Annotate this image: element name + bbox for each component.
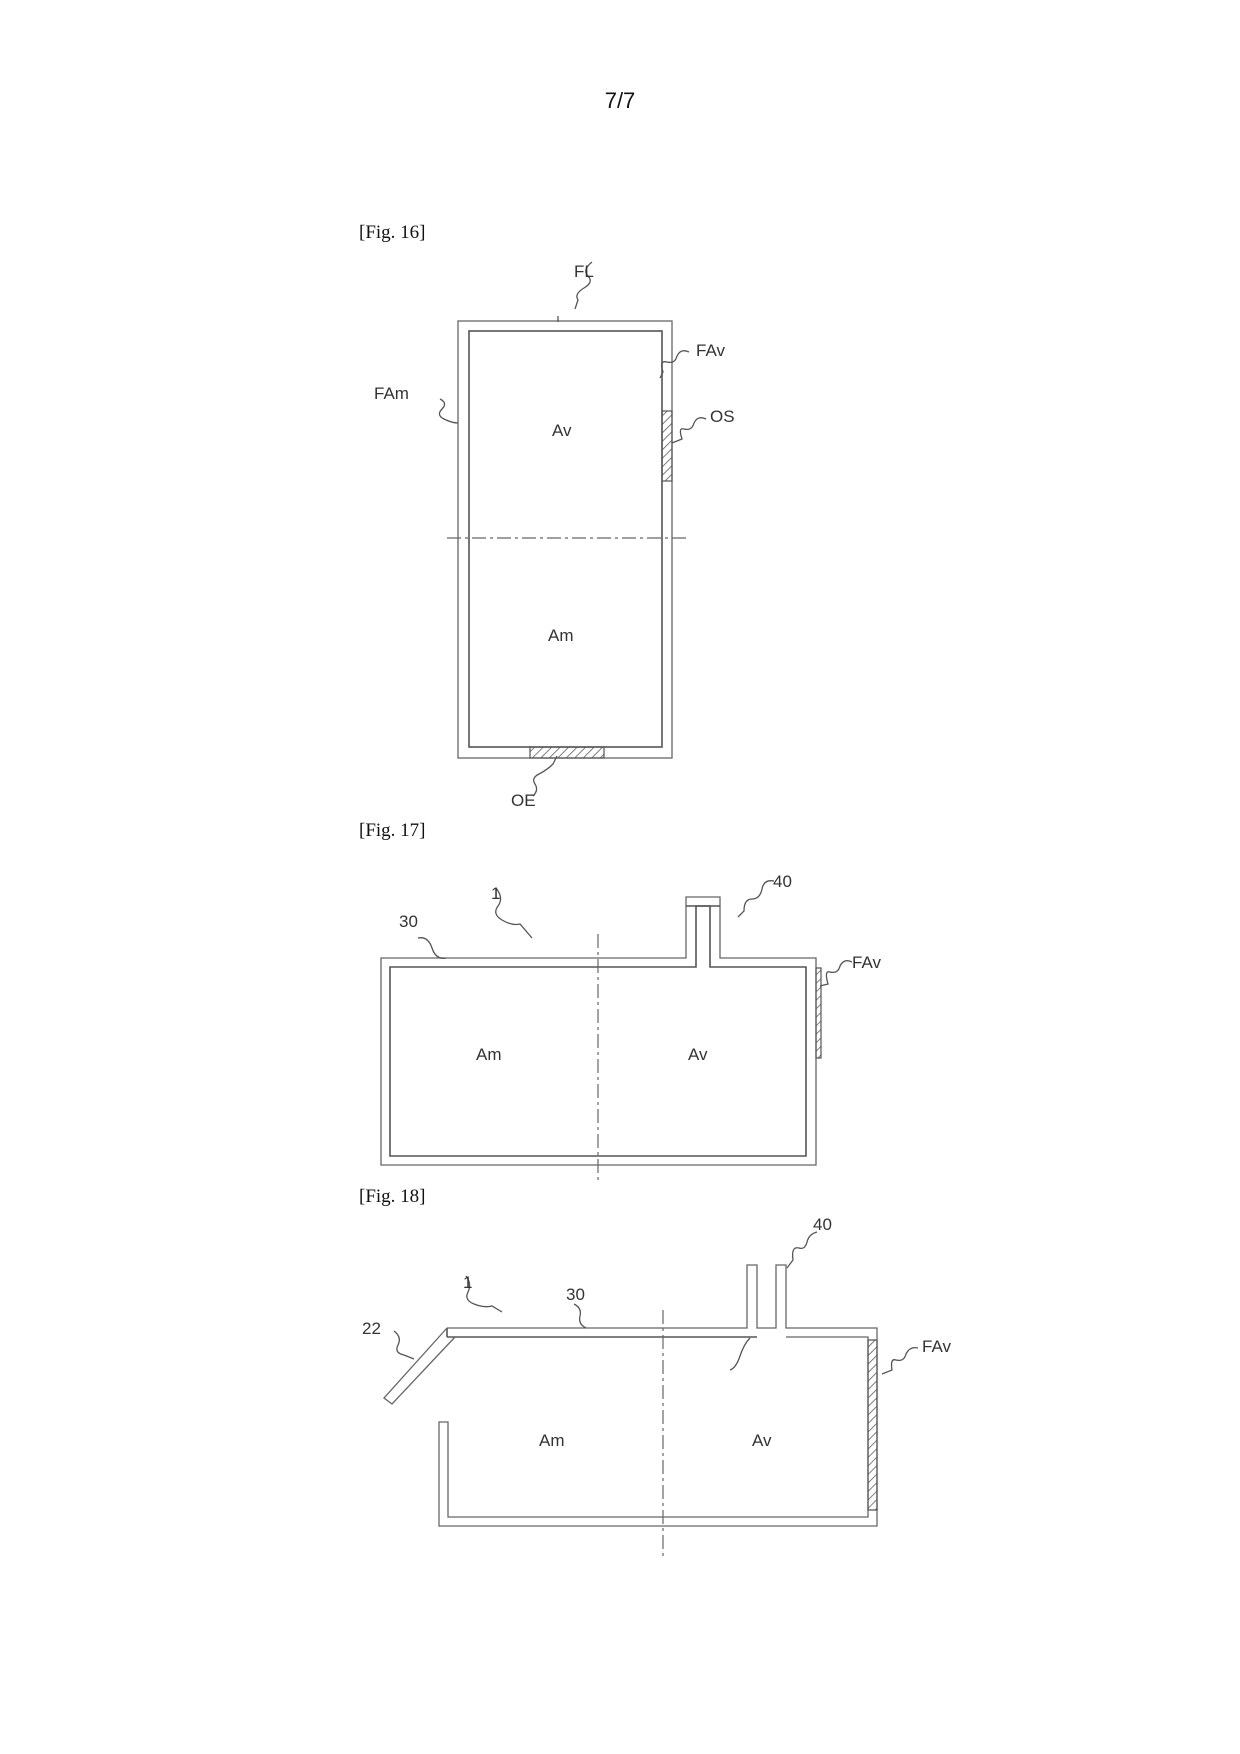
- fig-16-container: [447, 320, 690, 759]
- fig-18-label-30: 30: [566, 1285, 585, 1304]
- fig-16-label-fav: FAv: [696, 341, 725, 360]
- fig-16-inlet: [529, 746, 605, 759]
- fig-16-outlet: [661, 410, 673, 482]
- fig-16-label-fam: FAm: [374, 384, 409, 403]
- fig-18-container: [383, 1264, 878, 1556]
- fig-18-caption: [Fig. 18]: [359, 1186, 426, 1207]
- fig-18-label-40: 40: [813, 1215, 832, 1234]
- fig-17-drawing: 1 30 40 FAv Am Av: [380, 872, 881, 1182]
- fig-17-label-av: Av: [688, 1045, 708, 1064]
- fig-18-label-1: 1: [463, 1273, 472, 1292]
- fig-18-label-22: 22: [362, 1319, 381, 1338]
- fig-18-label-am: Am: [539, 1431, 565, 1450]
- fig-17-caption: [Fig. 17]: [359, 820, 426, 841]
- fig-18-label-av: Av: [752, 1431, 772, 1450]
- fig-16-drawing: FL FAv FAm OS OE Av Am: [374, 261, 735, 810]
- fig-16-label-oe: OE: [511, 791, 536, 810]
- fig-17-label-40: 40: [773, 872, 792, 891]
- fig-18-drawing: 1 30 22 40 FAv Am Av: [362, 1215, 951, 1556]
- fig-17-label-fav: FAv: [852, 953, 881, 972]
- fig-16-label-am: Am: [548, 626, 574, 645]
- page-number: 7/7: [604, 88, 636, 113]
- fig-18-label-fav: FAv: [922, 1337, 951, 1356]
- fig-16-caption: [Fig. 16]: [359, 222, 426, 243]
- fig-16-label-av: Av: [552, 421, 572, 440]
- fig-17-label-1: 1: [491, 884, 500, 903]
- fig-17-label-30: 30: [399, 912, 418, 931]
- fig-17-label-am: Am: [476, 1045, 502, 1064]
- fig-16-label-os: OS: [710, 407, 735, 426]
- fig-16-label-fl: FL: [574, 262, 594, 281]
- fig-17-container: [380, 896, 822, 1182]
